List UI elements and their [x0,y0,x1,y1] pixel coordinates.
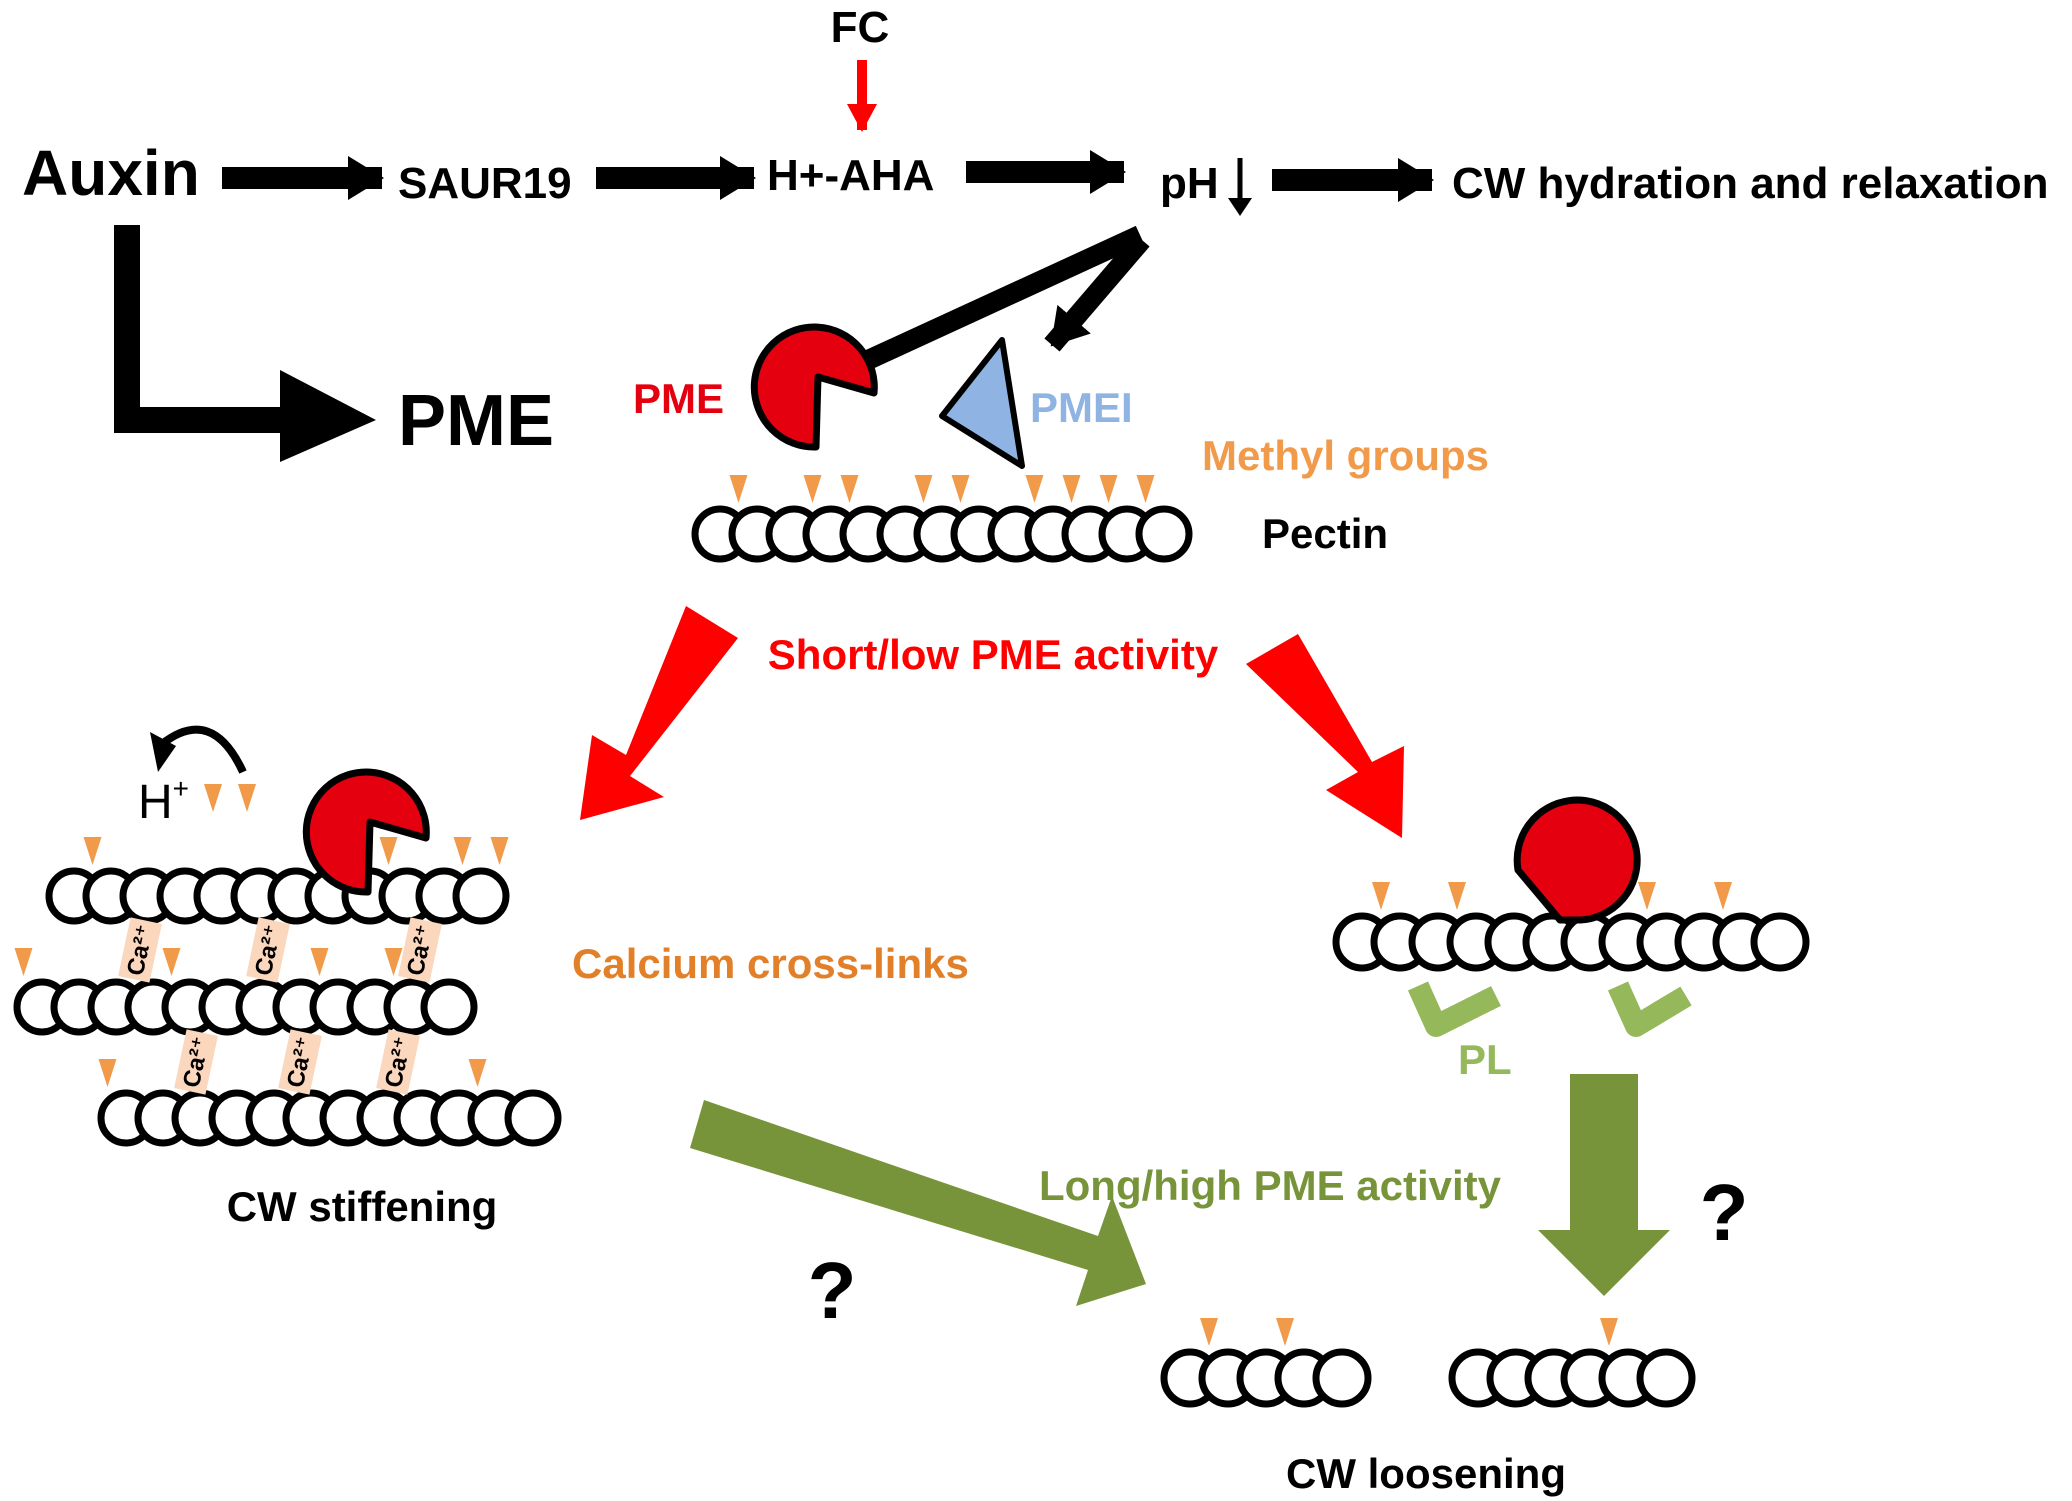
methyl-group-marker [98,1059,117,1087]
pectin-unit [452,867,510,925]
pme-enzyme-top [750,323,878,451]
pectin-chain-stiff-1 [45,837,510,925]
methyl-group-marker [1136,475,1155,503]
methyl-group-marker [379,837,398,865]
green-arrow-down [1538,1074,1670,1296]
pectin-unit [1135,505,1193,563]
methyl-groups-label: Methyl groups [1202,432,1489,479]
pectin-unit [1750,912,1810,972]
pme-enzyme-right [1513,796,1641,924]
calcium-ion-label: Ca²⁺ [282,1034,319,1090]
pectin-unit [420,978,478,1036]
pectin-chain [691,475,1193,563]
fc-label: FC [831,3,890,52]
pectin-unit [1312,1348,1372,1408]
ph-down-arrow [1228,158,1252,216]
methyl-group-marker [468,1059,487,1087]
pectin-fragment-1 [1160,1318,1372,1408]
calcium-bridge [376,1029,420,1095]
released-methyl-2 [238,784,256,812]
question-mark-left: ? [808,1246,857,1335]
methyl-group-marker [1025,475,1044,503]
ph-label: pH [1160,159,1219,208]
calcium-ion-label: Ca²⁺ [402,922,439,978]
calcium-bridge [118,917,162,983]
pme-enzyme-left [302,768,430,896]
calcium-bridges: Ca²⁺ Ca²⁺ Ca²⁺ Ca²⁺ Ca²⁺ Ca²⁺ [118,917,442,1095]
h-plus-label: H+ [138,773,189,829]
methyl-group-marker [914,475,933,503]
cw-loosening-label: CW loosening [1286,1450,1566,1497]
pl-enzyme-1 [1407,981,1501,1037]
calcium-crosslinks-label: Calcium cross-links [572,940,969,987]
released-methyl-1 [204,784,222,812]
calcium-ion-label: Ca²⁺ [122,922,159,978]
saur19-label: SAUR19 [398,159,572,208]
arrow-auxin-pme [114,225,290,433]
pme-big-label: PME [398,381,554,461]
methyl-group-marker [162,948,181,976]
h-aha-label: H+-AHA [767,151,934,200]
cw-stiffening-label: CW stiffening [227,1183,498,1230]
short-low-label: Short/low PME activity [768,631,1219,678]
calcium-bridge [398,917,442,983]
pectin-chain-right [1332,882,1810,972]
calcium-bridge [174,1029,218,1095]
methyl-group-marker [14,948,33,976]
methyl-group-marker [840,475,859,503]
pectin-fragment-3 [1560,1318,1696,1408]
pme-enzyme-label: PME [633,375,724,422]
methyl-group-marker [1448,882,1466,910]
methyl-group-marker [1276,1318,1294,1346]
calcium-bridge [246,917,290,983]
methyl-group-marker [951,475,970,503]
calcium-ion-label: Ca²⁺ [380,1034,417,1090]
methyl-group-marker [1600,1318,1618,1346]
green-arrow-diagonal [690,1100,1146,1306]
arrow-ph-pmei [1044,233,1150,352]
pectin-unit [504,1089,562,1147]
red-arrow-left [580,606,738,820]
methyl-group-marker [803,475,822,503]
red-arrow-right [1246,634,1404,838]
cw-hydration-label: CW hydration and relaxation [1452,159,2049,208]
methyl-group-marker [729,475,748,503]
methyl-group-marker [1372,882,1390,910]
methyl-group-marker [310,948,329,976]
pmei-shape [939,337,1025,469]
pmei-label: PMEI [1030,384,1133,431]
methyl-group-marker [453,837,472,865]
pectin-unit [1636,1348,1696,1408]
calcium-bridge [278,1029,322,1095]
pectin-label: Pectin [1262,510,1388,557]
h-curved-arrow [159,725,247,774]
methyl-group-marker [490,837,509,865]
methyl-group-marker [1200,1318,1218,1346]
methyl-group-marker [1714,882,1732,910]
arrow-auxin-pme-head [280,370,376,462]
pl-enzyme-2 [1607,981,1692,1037]
pl-label: PL [1458,1036,1512,1083]
methyl-group-marker [83,837,102,865]
h-curved-arrow-head [150,732,176,772]
auxin-label: Auxin [22,137,200,209]
calcium-ion-label: Ca²⁺ [250,922,287,978]
inhibition-ph-pme [863,225,1145,370]
long-high-label: Long/high PME activity [1039,1162,1502,1209]
calcium-ion-label: Ca²⁺ [178,1034,215,1090]
methyl-group-marker [1062,475,1081,503]
methyl-group-marker [1099,475,1118,503]
pectin-chain-stiff-2 [13,948,478,1036]
methyl-group-marker [384,948,403,976]
question-mark-right: ? [1700,1168,1749,1257]
pectin-chain-stiff-3 [97,1059,562,1147]
methyl-group-marker [1638,882,1656,910]
